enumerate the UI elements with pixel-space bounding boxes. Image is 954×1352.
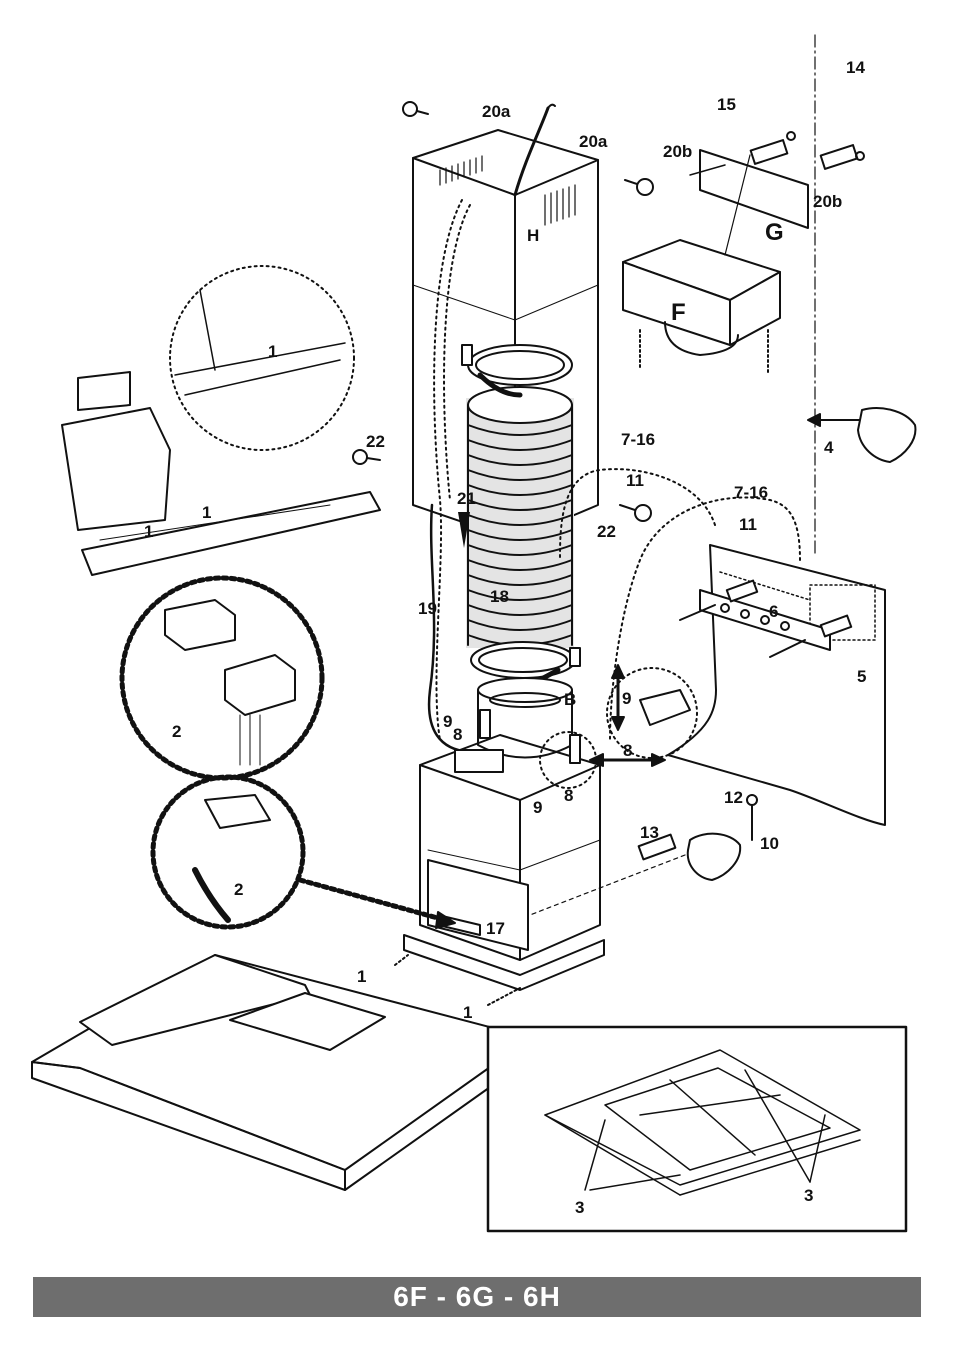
callout-11-lower: 11 xyxy=(739,515,757,534)
screw-22-left xyxy=(352,449,381,465)
callout-22-left: 22 xyxy=(366,432,385,451)
callout-22-right: 22 xyxy=(597,522,616,541)
callout-2-circle-b: 2 xyxy=(234,880,243,899)
detail-circle-2b xyxy=(150,774,306,930)
callout-5: 5 xyxy=(857,667,866,686)
letter-B: B xyxy=(564,690,576,709)
dotted-guide-chimney xyxy=(433,199,463,741)
hand-icon-10 xyxy=(686,832,742,881)
callout-20a-right: 20a xyxy=(579,132,608,151)
callout-21: 21 xyxy=(457,489,476,508)
callout-10: 10 xyxy=(760,834,779,853)
duct-clamp-top xyxy=(461,344,573,398)
callout-9-right: 9 xyxy=(622,689,631,708)
screw-20a-top xyxy=(402,101,429,117)
screw-20a-right xyxy=(624,178,654,196)
detail-circle-1 xyxy=(169,265,355,451)
callout-17: 17 xyxy=(486,919,505,938)
screw-22-right xyxy=(619,504,652,522)
hood-thumbnail xyxy=(61,371,381,576)
callout-20b-right: 20b xyxy=(813,192,842,211)
callout-8-mid: 8 xyxy=(564,786,573,805)
callout-15: 15 xyxy=(717,95,736,114)
callout-1-circle: 1 xyxy=(268,342,277,361)
callout-2-circle-a: 2 xyxy=(172,722,181,741)
letter-G: G xyxy=(765,219,784,246)
footer-bar: 6F - 6G - 6H xyxy=(33,1277,921,1317)
callout-labels: 1 1 1 1 1 2 2 3 3 4 5 6 7-16 7-16 11 11 … xyxy=(144,58,866,1217)
callout-19: 19 xyxy=(418,599,437,618)
callout-7-16-upper: 7-16 xyxy=(621,430,655,449)
hand-icon-4 xyxy=(857,407,917,463)
callout-8-left: 8 xyxy=(453,725,462,744)
callout-12: 12 xyxy=(724,788,743,807)
lower-chimney xyxy=(403,734,605,991)
callout-7-16-lower: 7-16 xyxy=(734,483,768,502)
callout-3-left: 3 xyxy=(575,1198,584,1217)
callout-6: 6 xyxy=(769,602,778,621)
filter-box-F xyxy=(622,239,781,373)
callout-8-right: 8 xyxy=(623,741,632,760)
callout-1-base-b: 1 xyxy=(463,1003,472,1022)
inset-filter-frame xyxy=(544,1049,861,1196)
callout-20b-left: 20b xyxy=(663,142,692,161)
callout-11-upper: 11 xyxy=(626,471,644,490)
power-cable xyxy=(427,503,472,754)
callout-9-left: 9 xyxy=(443,712,452,731)
callout-20a-top: 20a xyxy=(482,102,511,121)
callout-13: 13 xyxy=(640,823,659,842)
footer-title: 6F - 6G - 6H xyxy=(393,1281,561,1312)
bracket-6 xyxy=(679,579,853,658)
callout-14: 14 xyxy=(846,58,865,77)
wall-plate xyxy=(667,544,886,826)
letter-F: F xyxy=(671,299,686,326)
callout-9-mid: 9 xyxy=(533,798,542,817)
arrow-21 xyxy=(458,512,470,548)
hood-base-panel xyxy=(31,954,521,1191)
callout-1-base-a: 1 xyxy=(357,967,366,986)
callout-1-hood-b: 1 xyxy=(144,522,153,541)
callout-18: 18 xyxy=(490,587,509,606)
callout-4: 4 xyxy=(824,438,834,457)
connector-B xyxy=(477,677,573,759)
flexible-duct xyxy=(466,386,574,648)
callout-3-right: 3 xyxy=(804,1186,813,1205)
callout-1-hood-a: 1 xyxy=(202,503,211,522)
bracket-G xyxy=(689,149,809,256)
letter-H: H xyxy=(527,226,539,245)
